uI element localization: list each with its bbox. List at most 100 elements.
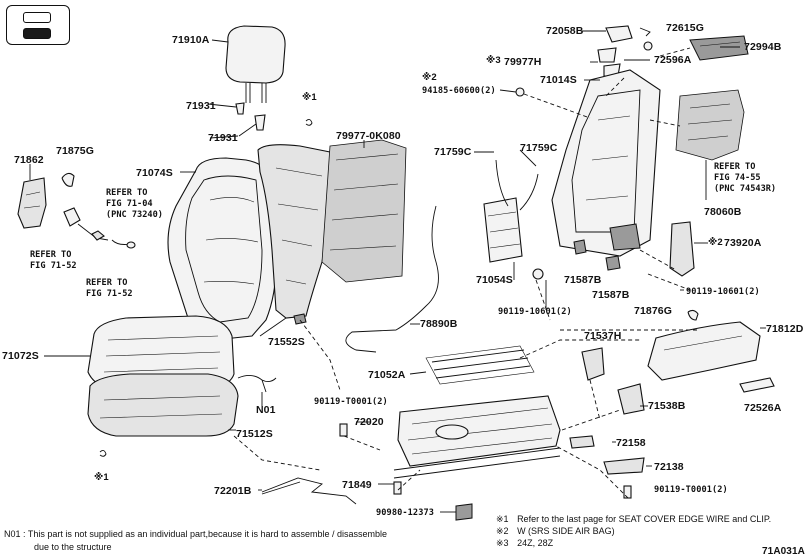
seatback-frame-drawing bbox=[551, 69, 661, 257]
footnote-3-text: 24Z, 28Z bbox=[517, 538, 554, 548]
label-90119-10601-a[interactable]: 90119-10601(2) bbox=[498, 307, 572, 317]
label-71812d[interactable]: 71812D bbox=[766, 323, 804, 335]
wire-72201b-drawing bbox=[261, 477, 357, 505]
label-90119-t0001-b[interactable]: 90119-T0001(2) bbox=[654, 485, 728, 495]
part-72158-drawing bbox=[569, 435, 595, 449]
label-78890b[interactable]: 78890B bbox=[420, 318, 458, 330]
refer-fig-71-52-a[interactable]: REFER TO FIG 71-52 bbox=[30, 250, 77, 272]
clip-71875g-drawing bbox=[61, 172, 75, 187]
footnote-1-text: Refer to the last page for SEAT COVER ED… bbox=[517, 514, 772, 524]
bracket-71537h-drawing bbox=[581, 347, 605, 381]
refer-74543r-line2: FIG 74-55 bbox=[714, 173, 761, 183]
legend-box bbox=[6, 5, 70, 45]
diagram-code: 71A031A bbox=[762, 546, 805, 557]
refer-73240-line1: REFER TO bbox=[106, 188, 148, 198]
footnote-3-mark: ※3 bbox=[496, 538, 509, 548]
mark-3-79977h: ※3 bbox=[486, 55, 501, 66]
dashed-assembly-lines bbox=[233, 47, 700, 499]
headrest-drawing bbox=[225, 25, 286, 103]
label-79977-0k080[interactable]: 79977-0K080 bbox=[336, 130, 401, 142]
refer-fig-71-52-b[interactable]: REFER TO FIG 71-52 bbox=[86, 278, 133, 300]
belt-bracket-drawing bbox=[63, 207, 136, 249]
n01-note-line1: N01 : This part is not supplied as an in… bbox=[4, 529, 388, 539]
headrest-guides-drawing bbox=[207, 102, 266, 137]
seatback-pad-drawing bbox=[257, 144, 338, 325]
label-90119-t0001-a[interactable]: 90119-T0001(2) bbox=[314, 397, 388, 407]
footnote-1: ※1 Refer to the last page for SEAT COVER… bbox=[496, 513, 771, 525]
side-shield-drawing bbox=[17, 164, 47, 229]
label-71052a[interactable]: 71052A bbox=[368, 369, 406, 381]
mark-2-73920a: ※2 bbox=[708, 237, 723, 248]
label-71552s[interactable]: 71552S bbox=[268, 336, 305, 348]
bracket-71538b-drawing bbox=[617, 383, 645, 415]
label-78060b[interactable]: 78060B bbox=[704, 206, 742, 218]
label-72158[interactable]: 72158 bbox=[616, 437, 646, 449]
leader-lines bbox=[44, 30, 766, 513]
cushion-pad-drawing bbox=[87, 373, 239, 437]
lumbar-panel-drawing bbox=[675, 89, 745, 200]
refer-71-52-b-line1: REFER TO bbox=[86, 278, 128, 288]
label-71910a[interactable]: 71910A bbox=[172, 34, 210, 46]
label-71054s[interactable]: 71054S bbox=[476, 274, 513, 286]
label-71759c-a[interactable]: 71759C bbox=[434, 146, 472, 158]
label-71074s[interactable]: 71074S bbox=[136, 167, 173, 179]
label-94185-60600[interactable]: 94185-60600(2) bbox=[422, 86, 496, 96]
refer-pnc-74543r[interactable]: REFER TO FIG 74-55 (PNC 74543R) bbox=[714, 162, 776, 195]
refer-73240-line2: FIG 71-04 bbox=[106, 199, 153, 209]
label-72020[interactable]: 72020 bbox=[354, 416, 384, 428]
footnote-1-mark: ※1 bbox=[496, 514, 509, 524]
lumbar-support-drawing bbox=[483, 159, 544, 280]
label-72526a[interactable]: 72526A bbox=[744, 402, 782, 414]
back-board-drawing bbox=[321, 139, 407, 283]
footnote-2-mark: ※2 bbox=[496, 526, 509, 536]
footnote-2: ※2 W (SRS SIDE AIR BAG) bbox=[496, 525, 615, 537]
refer-73240-line3: (PNC 73240) bbox=[106, 210, 163, 220]
label-71849[interactable]: 71849 bbox=[342, 479, 372, 491]
label-79977h[interactable]: 79977H bbox=[504, 56, 542, 68]
refer-71-52-a-line2: FIG 71-52 bbox=[30, 261, 77, 271]
label-71072s[interactable]: 71072S bbox=[2, 350, 39, 362]
label-73920a[interactable]: 73920A bbox=[724, 237, 762, 249]
clip-71876g-drawing bbox=[687, 309, 699, 321]
legend-light-swatch bbox=[23, 12, 51, 23]
n01-note-line2: due to the structure bbox=[34, 542, 112, 552]
legend-dark-swatch bbox=[23, 28, 51, 39]
label-72615g[interactable]: 72615G bbox=[666, 22, 704, 34]
refer-74543r-line3: (PNC 74543R) bbox=[714, 184, 777, 194]
label-71538b[interactable]: 71538B bbox=[648, 400, 686, 412]
footnote-2-text: W (SRS SIDE AIR BAG) bbox=[517, 526, 615, 536]
label-71587b-b[interactable]: 71587B bbox=[592, 289, 630, 301]
seatback-cover-drawing bbox=[167, 157, 277, 341]
label-n01[interactable]: N01 bbox=[256, 404, 276, 416]
refer-71-52-b-line2: FIG 71-52 bbox=[86, 289, 133, 299]
recliner-brackets-drawing bbox=[573, 239, 621, 271]
label-72058b[interactable]: 72058B bbox=[546, 25, 584, 37]
label-90980-12373[interactable]: 90980-12373 bbox=[376, 508, 435, 518]
side-airbag-drawing bbox=[669, 221, 695, 277]
label-71512s[interactable]: 71512S bbox=[236, 428, 273, 440]
side-garnish-drawing bbox=[647, 321, 761, 381]
label-71587b-a[interactable]: 71587B bbox=[564, 274, 602, 286]
label-72994b[interactable]: 72994B bbox=[744, 41, 782, 53]
mark-2-94185: ※2 bbox=[422, 72, 437, 83]
label-72138[interactable]: 72138 bbox=[654, 461, 684, 473]
label-72596a[interactable]: 72596A bbox=[654, 54, 692, 66]
label-71014s[interactable]: 71014S bbox=[540, 74, 577, 86]
label-71875g[interactable]: 71875G bbox=[56, 145, 94, 157]
label-72201b[interactable]: 72201B bbox=[214, 485, 252, 497]
refer-pnc-73240[interactable]: REFER TO FIG 71-04 (PNC 73240) bbox=[106, 188, 163, 221]
label-71759c-b[interactable]: 71759C bbox=[520, 142, 558, 154]
label-71862[interactable]: 71862 bbox=[14, 154, 44, 166]
label-71931-b[interactable]: 71931 bbox=[208, 132, 238, 144]
label-90119-10601-b[interactable]: 90119-10601(2) bbox=[686, 287, 760, 297]
footnote-3: ※3 24Z, 28Z bbox=[496, 537, 553, 549]
label-71931-a[interactable]: 71931 bbox=[186, 100, 216, 112]
label-71876g[interactable]: 71876G bbox=[634, 305, 672, 317]
refer-71-52-a-line1: REFER TO bbox=[30, 250, 72, 260]
part-72138-drawing bbox=[603, 457, 645, 475]
label-71537h[interactable]: 71537H bbox=[584, 330, 622, 342]
clip-mark-bottom bbox=[99, 449, 107, 457]
lever-72526a-drawing bbox=[739, 377, 775, 393]
mark-1-top: ※1 bbox=[302, 92, 317, 103]
